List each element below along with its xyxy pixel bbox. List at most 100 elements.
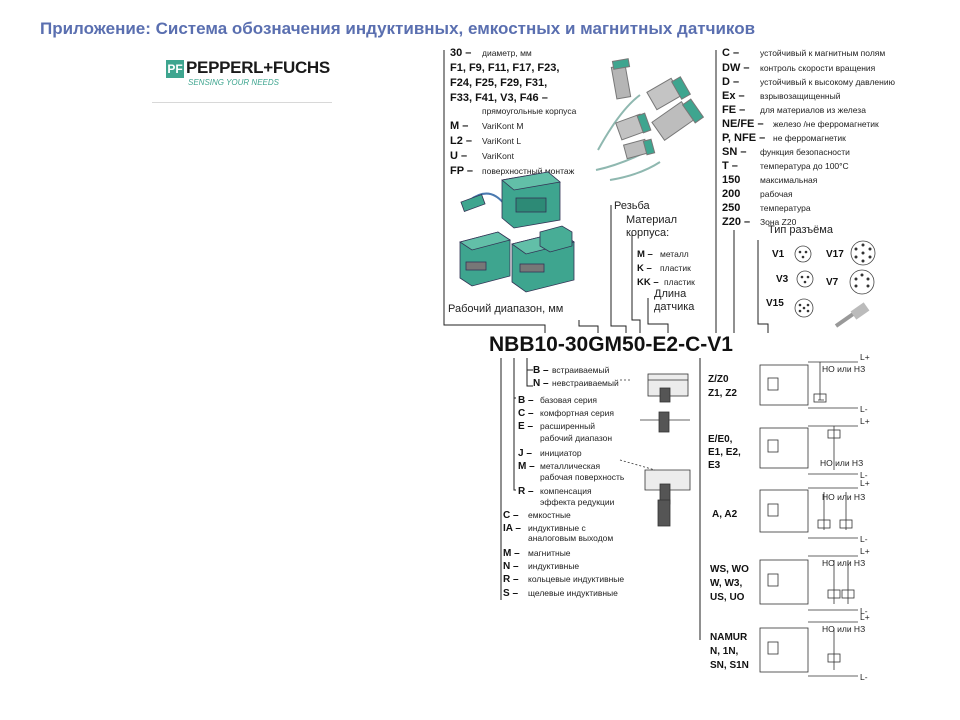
output-code: E3: [708, 460, 721, 471]
option-item: T –температура до 100°C: [722, 160, 849, 172]
size-code: F1, F9, F11, F17, F23,: [450, 62, 559, 74]
principle-desc: аналоговым выходом: [528, 533, 613, 543]
connector-type-label: Тип разъёма: [768, 224, 834, 236]
option-desc: функция безопасности: [760, 147, 850, 157]
option-item: FE –для материалов из железа: [722, 104, 866, 116]
series-desc: рабочая поверхность: [540, 472, 625, 482]
no-nc-label: НО или НЗ: [822, 624, 865, 634]
connector-label: V7: [826, 277, 839, 288]
series-code: R –: [518, 486, 534, 497]
output-diagram-e: E/E0, E1, E2, E3 L+ L- НО или НЗ: [708, 416, 870, 480]
size-code: F33, F41, V3, F46 –: [450, 92, 548, 104]
material-code: K –: [637, 263, 652, 274]
material-item: K – пластик: [637, 263, 691, 274]
size-item: M –VariKont M: [450, 120, 523, 132]
size-item: 30 – диаметр, мм: [450, 47, 532, 59]
size-list: 30 – диаметр, мм F1, F9, F11, F17, F23, F…: [450, 47, 577, 177]
option-desc: железо /не ферромагнетик: [773, 119, 879, 129]
no-nc-label: НО или НЗ: [820, 458, 863, 468]
minus-terminal-label: L-: [860, 470, 868, 480]
principle-code: C –: [503, 510, 519, 521]
size-code: F24, F25, F29, F31,: [450, 77, 547, 89]
size-desc: VariKont L: [482, 136, 521, 146]
no-nc-label: НО или НЗ: [822, 558, 865, 568]
option-code: 200: [722, 188, 740, 200]
mount-list: B –встраиваемый N –невстраиваемый: [533, 365, 619, 389]
principle-desc: щелевые индуктивные: [528, 588, 618, 598]
series-item: E – расширенный: [518, 421, 595, 432]
minus-terminal-label: L-: [860, 606, 868, 616]
connector-label: V3: [776, 274, 789, 285]
option-item: SN – функция безопасности: [722, 146, 850, 158]
connector-label: V1: [772, 249, 785, 260]
logo-name: PEPPERL+FUCHS: [186, 58, 330, 77]
material-item: M – металл: [637, 249, 689, 260]
material-code: M –: [637, 249, 653, 260]
option-desc: температура до 100°C: [760, 161, 849, 171]
series-list: B –базовая серия C –комфортная серия E –…: [518, 395, 625, 507]
option-item: DW – контроль скорости вращения: [722, 62, 876, 74]
series-desc: рабочий диапазон: [540, 433, 612, 443]
mount-code: N –: [533, 378, 549, 389]
series-item: M –металлическая: [518, 461, 601, 472]
size-item: U –VariKont: [450, 150, 515, 162]
option-code: Ex –: [722, 90, 745, 102]
output-code: E1, E2,: [708, 447, 741, 458]
rectangular-sensors-photo: [459, 171, 575, 293]
option-item: D –устойчивый к высокому давлению: [722, 76, 896, 88]
no-nc-label: НО или НЗ: [822, 492, 865, 502]
principle-code: S –: [503, 588, 518, 599]
series-desc: инициатор: [540, 448, 582, 458]
option-code: 150: [722, 174, 740, 186]
option-desc: контроль скорости вращения: [760, 63, 876, 73]
output-diagram-w: WS, WO W, W3, US, UO L+ L- НО или НЗ: [710, 546, 870, 616]
size-desc: поверхностный монтаж: [482, 166, 575, 176]
non-flush-mount-illustration: [619, 379, 691, 527]
thread-label: Резьба: [614, 200, 651, 212]
principle-desc: магнитные: [528, 548, 571, 558]
pepperl-fuchs-logo: PF PEPPERL+FUCHS SENSING YOUR NEEDS: [152, 56, 332, 103]
principle-item: S – щелевые индуктивные: [503, 588, 618, 599]
size-desc: диаметр, мм: [482, 48, 532, 58]
page-title: Приложение: Система обозначения индуктив…: [40, 19, 756, 38]
series-desc: эффекта редукции: [540, 497, 615, 507]
option-desc: температура: [760, 203, 811, 213]
material-desc: металл: [660, 249, 689, 259]
size-code: L2 –: [450, 135, 472, 147]
option-desc: не ферромагнетик: [773, 133, 846, 143]
option-item: P, NFE –не ферромагнетик: [722, 132, 846, 144]
series-item: рабочий диапазон: [540, 433, 612, 443]
size-item: FP –поверхностный монтаж: [450, 165, 575, 177]
size-code: 30 –: [450, 47, 471, 59]
size-code: U –: [450, 150, 467, 162]
minus-terminal-label: L-: [860, 672, 868, 682]
option-desc: устойчивый к магнитным полям: [760, 48, 885, 58]
option-code: SN –: [722, 146, 746, 158]
cylindrical-sensors-photo: [595, 58, 705, 181]
series-code: E –: [518, 421, 533, 432]
material-desc: пластик: [660, 263, 691, 273]
plus-terminal-label: L+: [860, 352, 870, 362]
mount-item: B –встраиваемый: [533, 365, 610, 376]
connector-label: V17: [826, 249, 844, 260]
output-code: Z1, Z2: [708, 388, 737, 399]
principle-desc: индуктивные: [528, 561, 579, 571]
output-code: W, W3,: [710, 578, 742, 589]
size-desc: прямоугольные корпуса: [482, 106, 577, 116]
logo-mark: PF: [166, 60, 184, 78]
series-desc: металлическая: [540, 461, 601, 471]
size-item: F33, F41, V3, F46 –: [450, 92, 548, 104]
series-desc: расширенный: [540, 421, 595, 431]
output-code: Z/Z0: [708, 374, 729, 385]
series-item: J – инициатор: [518, 448, 582, 459]
material-code: KK –: [637, 277, 659, 288]
size-desc: VariKont M: [482, 121, 523, 131]
option-code: DW –: [722, 62, 750, 74]
output-code: A, A2: [712, 509, 738, 520]
size-item: F1, F9, F11, F17, F23,: [450, 62, 559, 74]
series-code: J –: [518, 448, 532, 459]
